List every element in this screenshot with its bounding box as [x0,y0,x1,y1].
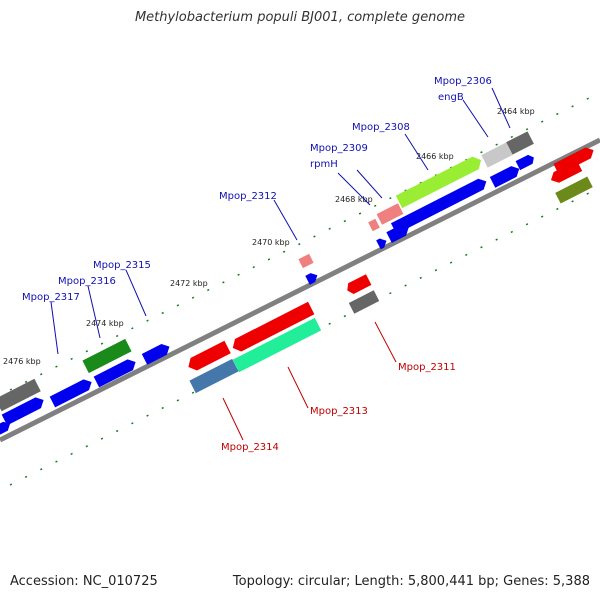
gene-arrow[interactable] [376,203,404,225]
page-title: Methylobacterium populi BJ001, complete … [134,10,466,25]
gene-arrow[interactable] [348,290,380,314]
scale-label: 2466 kbp [416,152,454,161]
gene-label-mpop-2315[interactable]: Mpop_2315 [93,260,151,271]
gene-arrow[interactable] [189,358,239,394]
gene-alias-rpmh[interactable]: rpmH [310,159,338,170]
gene-arrow[interactable] [232,317,322,373]
gene-arrow[interactable] [0,378,41,412]
gene-arrow[interactable] [141,341,172,365]
gene-arrow[interactable] [82,338,132,374]
gene-label-mpop-2308[interactable]: Mpop_2308 [352,122,410,133]
gene-arrow[interactable] [515,153,537,171]
scale-label: 2474 kbp [86,319,124,328]
gene-label-mpop-2311[interactable]: Mpop_2311 [398,362,456,373]
gene-arrow[interactable] [481,142,513,168]
genome-backbone [0,137,600,443]
gene-arrow[interactable] [345,274,372,296]
gene-arrow[interactable] [49,377,95,408]
gene-arrow[interactable] [376,236,389,250]
gene-arrow[interactable] [93,357,139,388]
gene-label-mpop-2314[interactable]: Mpop_2314 [221,442,279,453]
scale-label: 2470 kbp [252,238,290,247]
gene-arrow[interactable] [555,176,593,204]
gene-arrow[interactable] [395,154,484,209]
genome-summary-text: Topology: circular; Length: 5,800,441 bp… [232,574,590,589]
gene-label-mpop-2309[interactable]: Mpop_2309 [310,143,368,154]
gene-label-mpop-2317[interactable]: Mpop_2317 [22,292,80,303]
gene-arrow[interactable] [298,253,314,269]
gene-arrow[interactable] [1,395,47,426]
accession-text: Accession: NC_010725 [10,574,158,589]
gene-arrow[interactable] [185,340,231,373]
gene-arrow[interactable] [489,163,522,188]
gene-label-mpop-2313[interactable]: Mpop_2313 [310,406,368,417]
gene-alias-engb[interactable]: engB [438,92,464,103]
bottom-leader-lines [222,321,397,441]
gene-label-mpop-2312[interactable]: Mpop_2312 [219,191,277,202]
scale-label: 2472 kbp [170,279,208,288]
gene-label-mpop-2306[interactable]: Mpop_2306 [434,76,492,87]
gene-arrow[interactable] [0,419,12,437]
inner-tick-line [9,189,596,486]
gene-arrow[interactable] [230,301,315,354]
gene-arrow[interactable] [368,218,380,232]
gene-features [0,131,594,437]
gene-arrow[interactable] [305,271,319,285]
gene-arrow[interactable] [548,160,583,185]
gene-arrow[interactable] [390,176,489,234]
scale-label: 2476 kbp [3,357,41,366]
scale-label: 2464 kbp [497,107,535,116]
scale-label: 2468 kbp [335,195,373,204]
gene-arrow[interactable] [386,222,411,243]
gene-label-mpop-2316[interactable]: Mpop_2316 [58,276,116,287]
gene-arrow[interactable] [506,131,534,155]
top-leader-lines [50,87,511,355]
outer-tick-line [9,94,596,391]
